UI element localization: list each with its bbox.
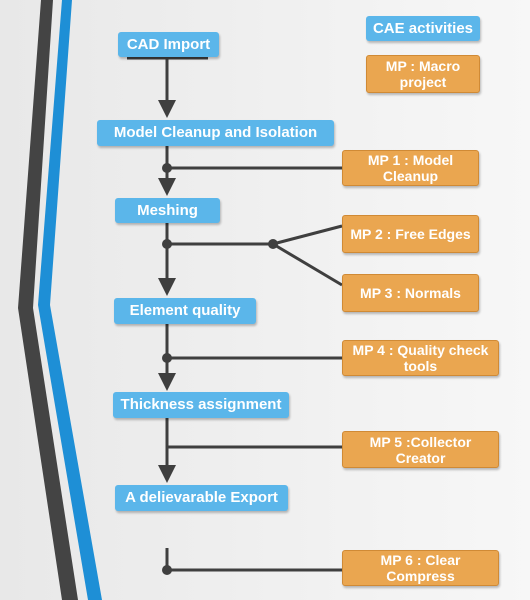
junction-mp6 (162, 565, 172, 575)
junction-mp2-mp3 (268, 239, 278, 249)
branch-mp2 (272, 224, 343, 246)
junction-mp1 (162, 163, 172, 173)
macro-mp3: MP 3 : Normals (342, 274, 479, 312)
step-deliverable-export: A delievarable Export (115, 485, 288, 511)
step-cad-import: CAD Import (118, 32, 219, 57)
junction-meshing (162, 239, 172, 249)
step-model-cleanup-isolation: Model Cleanup and Isolation (97, 120, 334, 146)
legend-cae-activities: CAE activities (366, 16, 480, 41)
step-meshing: Meshing (115, 198, 220, 223)
step-thickness-assignment: Thickness assignment (113, 392, 289, 418)
macro-mp6: MP 6 : Clear Compress (342, 550, 499, 586)
macro-mp5: MP 5 :Collector Creator (342, 431, 499, 468)
blue-stripe (38, 0, 102, 600)
junction-mp4 (162, 353, 172, 363)
dark-stripe (18, 0, 78, 600)
legend-macro-project: MP : Macro project (366, 55, 480, 93)
macro-mp1: MP 1 : Model Cleanup (342, 150, 479, 186)
branch-mp3 (272, 242, 343, 287)
step-element-quality: Element quality (114, 298, 256, 324)
macro-mp2: MP 2 : Free Edges (342, 215, 479, 253)
macro-mp4: MP 4 : Quality check tools (342, 340, 499, 376)
